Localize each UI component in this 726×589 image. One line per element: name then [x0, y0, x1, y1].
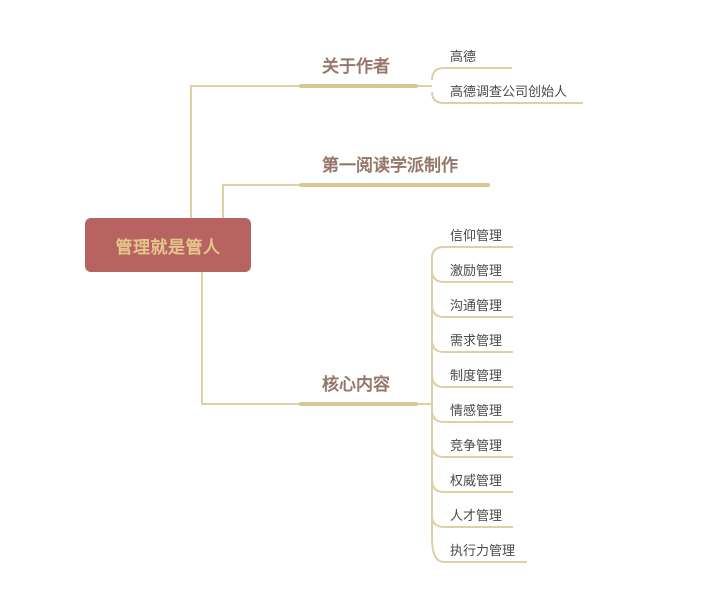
leaf-node[interactable]: 制度管理 [450, 365, 502, 384]
leaf-node[interactable]: 激励管理 [450, 260, 502, 279]
leaf-node[interactable]: 高德 [450, 46, 476, 65]
leaf-label: 竞争管理 [450, 439, 503, 454]
leaf-label: 激励管理 [450, 264, 503, 279]
leaf-node[interactable]: 权威管理 [450, 470, 502, 489]
leaf-label: 沟通管理 [450, 299, 503, 314]
leaf-label: 权威管理 [450, 474, 503, 489]
leaf-label: 制度管理 [450, 369, 503, 384]
leaf-node[interactable]: 人才管理 [450, 505, 502, 524]
leaf-node[interactable]: 需求管理 [450, 330, 502, 349]
leaf-label: 人才管理 [450, 509, 503, 524]
branch-node-producer[interactable]: 第一阅读学派制作 [322, 151, 458, 176]
branch-label: 核心内容 [322, 375, 390, 395]
branch-node-about-author[interactable]: 关于作者 [322, 52, 390, 77]
leaf-node[interactable]: 高德调查公司创始人 [450, 81, 567, 100]
leaf-node[interactable]: 竞争管理 [450, 435, 502, 454]
leaf-node[interactable]: 信仰管理 [450, 225, 502, 244]
leaf-label: 需求管理 [450, 334, 503, 349]
leaf-node[interactable]: 情感管理 [450, 400, 502, 419]
branch-label: 关于作者 [322, 57, 390, 77]
branch-node-core-content[interactable]: 核心内容 [322, 370, 390, 395]
root-node[interactable]: 管理就是管人 [85, 218, 251, 272]
leaf-node[interactable]: 沟通管理 [450, 295, 502, 314]
leaf-label: 高德调查公司创始人 [450, 85, 568, 100]
leaf-label: 信仰管理 [450, 229, 503, 244]
leaf-label: 情感管理 [450, 404, 503, 419]
leaf-label: 执行力管理 [450, 544, 516, 559]
leaf-label: 高德 [450, 50, 477, 65]
root-node-label: 管理就是管人 [115, 237, 221, 258]
branch-label: 第一阅读学派制作 [322, 156, 458, 176]
leaf-node[interactable]: 执行力管理 [450, 540, 515, 559]
